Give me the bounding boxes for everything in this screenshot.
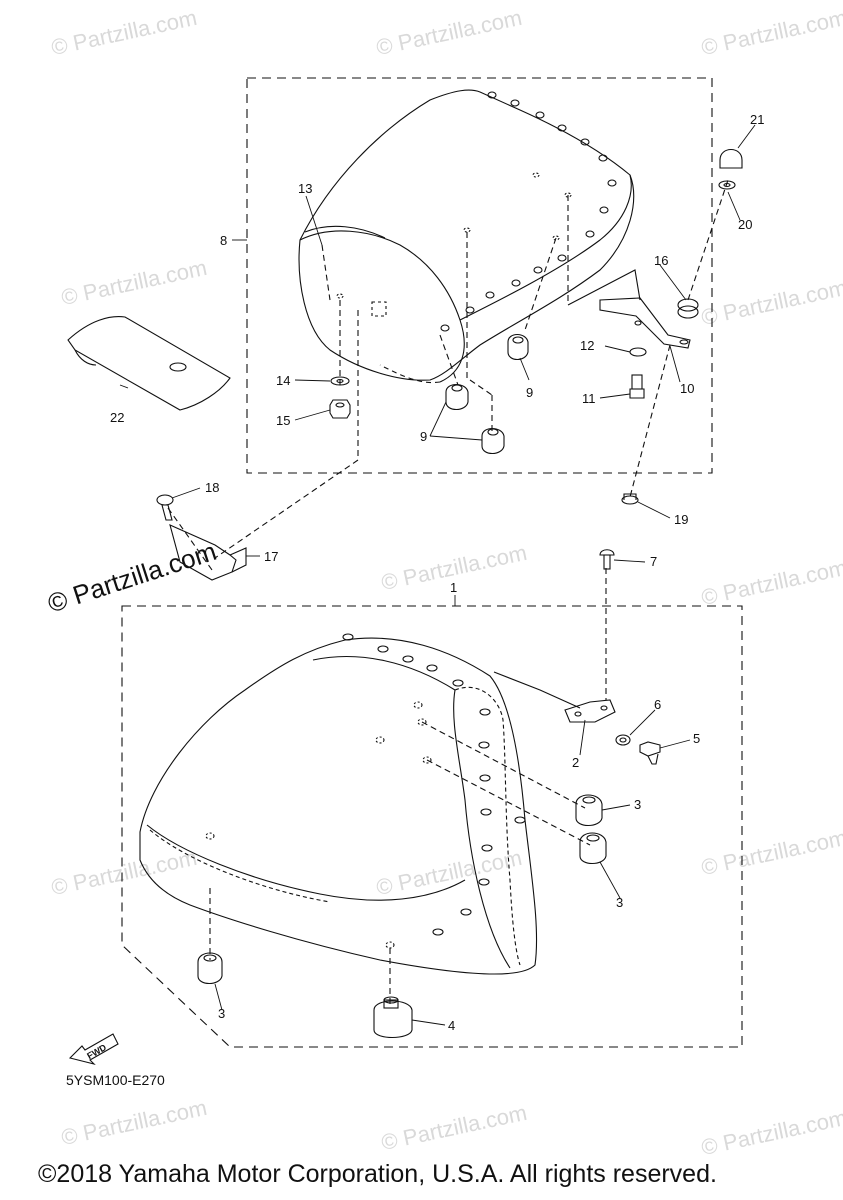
- front-seat-group-box: [121, 605, 743, 1048]
- forward-arrow-icon: [68, 1033, 119, 1066]
- rear-seat-group-box: [246, 77, 713, 474]
- callout-8: 8: [220, 233, 227, 248]
- callout-4: 4: [448, 1018, 455, 1033]
- diagram-code: 5YSM100-E270: [66, 1072, 165, 1088]
- bracket-10: [599, 297, 691, 349]
- fwd-label: FWD: [85, 1042, 108, 1061]
- callout-17: 17: [264, 549, 278, 564]
- callout-3: 3: [218, 1006, 225, 1021]
- callout-18: 18: [205, 480, 219, 495]
- callout-11: 11: [582, 391, 596, 406]
- callout-1: 1: [450, 580, 457, 595]
- callout-13: 13: [298, 181, 312, 196]
- grommet-9: [445, 333, 529, 455]
- callout-9: 9: [420, 429, 427, 444]
- callout-3: 3: [616, 895, 623, 910]
- callout-20: 20: [738, 217, 752, 232]
- callout-5: 5: [693, 731, 700, 746]
- callout-22: 22: [110, 410, 124, 425]
- grommet-3: [197, 794, 607, 985]
- rear-seat-drawing: [298, 89, 635, 384]
- callout-15: 15: [276, 413, 290, 428]
- copyright-notice: ©2018 Yamaha Motor Corporation, U.S.A. A…: [38, 1160, 717, 1188]
- callout-7: 7: [650, 554, 657, 569]
- callout-12: 12: [580, 338, 594, 353]
- front-seat-drawing: [139, 633, 538, 975]
- callout-6: 6: [654, 697, 661, 712]
- callout-9: 9: [526, 385, 533, 400]
- callout-21: 21: [750, 112, 764, 127]
- seat-cover-22: [67, 316, 231, 411]
- callout-3: 3: [634, 797, 641, 812]
- callout-14: 14: [276, 373, 290, 388]
- bracket-2: [564, 699, 616, 723]
- callout-10: 10: [680, 381, 694, 396]
- callout-2: 2: [572, 755, 579, 770]
- hook-17: [169, 524, 237, 581]
- callout-19: 19: [674, 512, 688, 527]
- damper-4: [373, 1000, 413, 1039]
- callout-16: 16: [654, 253, 668, 268]
